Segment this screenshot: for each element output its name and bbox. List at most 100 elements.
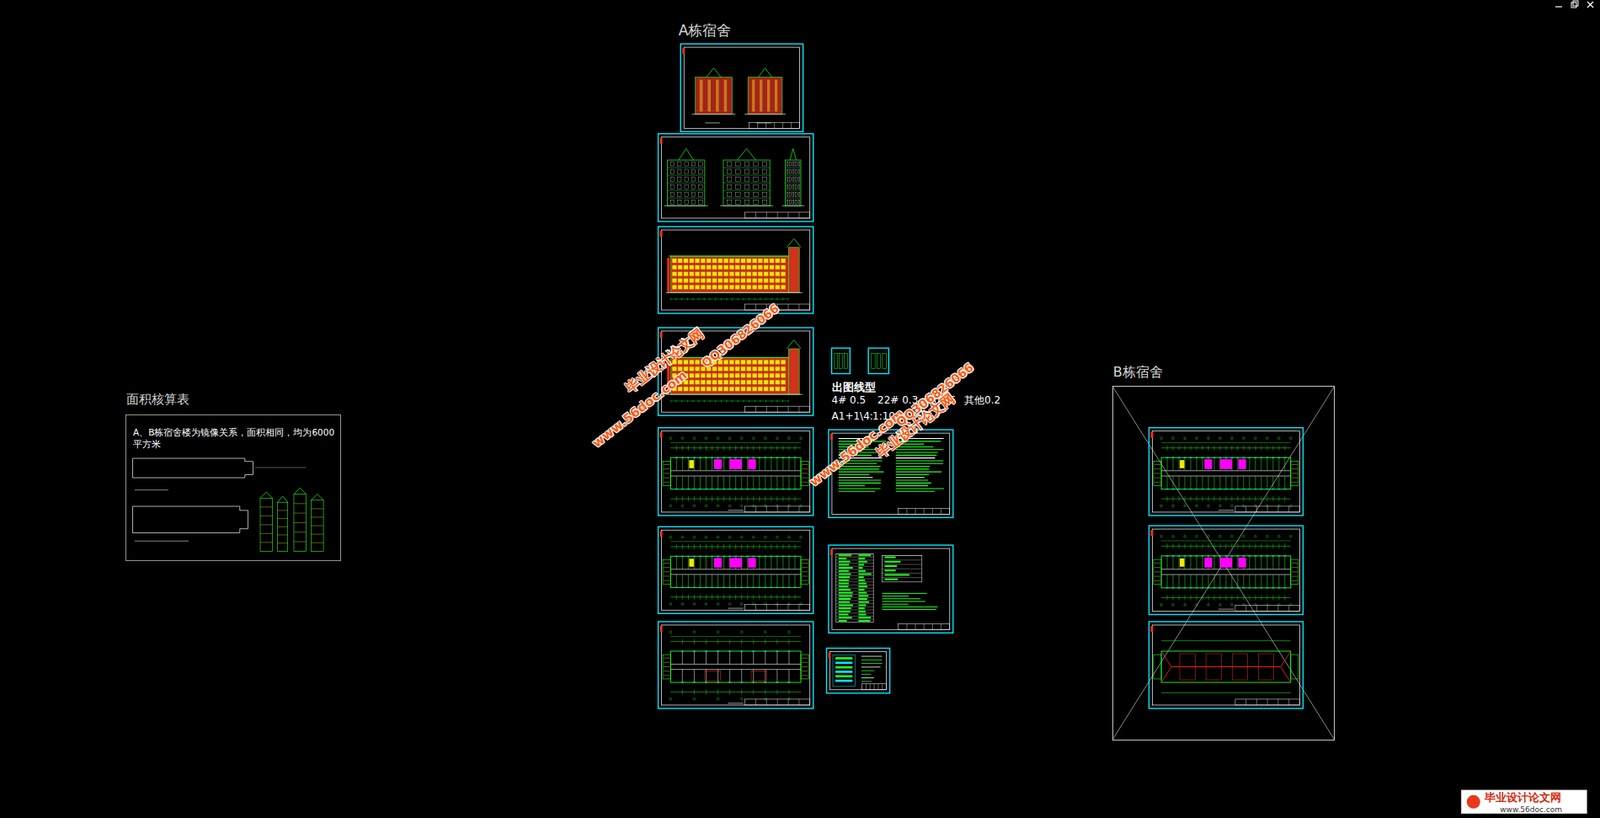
axis-bubble bbox=[740, 697, 743, 700]
table-cell bbox=[858, 576, 864, 578]
text-line bbox=[896, 471, 942, 473]
wash-room bbox=[1220, 557, 1233, 568]
room-wall bbox=[1213, 475, 1215, 490]
window-mark bbox=[1259, 457, 1263, 459]
window bbox=[735, 272, 740, 277]
axis-bubble bbox=[788, 437, 791, 440]
text-line bbox=[896, 440, 941, 442]
table-row bbox=[836, 562, 874, 564]
drawing-note: 4# 0.5 bbox=[832, 394, 867, 407]
window-mark bbox=[1224, 457, 1227, 459]
window bbox=[684, 192, 688, 197]
wash-room bbox=[729, 557, 742, 567]
room-wall bbox=[1284, 555, 1286, 570]
window-mark bbox=[693, 682, 696, 683]
axis-bubble bbox=[740, 602, 743, 606]
axis-bubble bbox=[1231, 437, 1234, 440]
axis-bubble bbox=[693, 437, 696, 440]
text-line bbox=[838, 468, 880, 470]
axis-bubble bbox=[1172, 504, 1175, 507]
window bbox=[769, 359, 774, 364]
wash-room bbox=[1238, 458, 1247, 470]
title-block-line bbox=[1267, 506, 1269, 512]
axis-bubble bbox=[776, 535, 779, 539]
title-block-line bbox=[766, 405, 768, 412]
window bbox=[723, 379, 728, 384]
window bbox=[677, 272, 683, 277]
title-block-line bbox=[881, 683, 883, 690]
title-block-line bbox=[1245, 506, 1247, 512]
drawing-sheet bbox=[868, 347, 889, 374]
window bbox=[780, 258, 785, 263]
window-mark bbox=[716, 682, 720, 683]
table-cell bbox=[838, 572, 852, 575]
window bbox=[792, 169, 795, 174]
window-mark bbox=[728, 650, 731, 651]
text-line bbox=[838, 446, 870, 448]
window bbox=[752, 386, 757, 391]
window-mark bbox=[734, 488, 737, 490]
window bbox=[683, 284, 688, 289]
window bbox=[798, 169, 800, 174]
axis-bubble bbox=[669, 697, 672, 700]
window bbox=[683, 379, 688, 384]
window-mark bbox=[728, 682, 731, 683]
window bbox=[752, 278, 757, 283]
window bbox=[677, 278, 683, 283]
table-row bbox=[881, 568, 922, 570]
room-wall bbox=[752, 475, 754, 490]
room-wall bbox=[764, 475, 766, 490]
table-row bbox=[836, 581, 874, 582]
caption-underline bbox=[704, 122, 720, 123]
axis-bubble bbox=[1254, 504, 1258, 507]
window-mark bbox=[1271, 488, 1275, 490]
window bbox=[712, 265, 717, 270]
window bbox=[729, 359, 734, 364]
table-cell bbox=[838, 601, 850, 603]
window-mark bbox=[1194, 457, 1198, 459]
window-mark bbox=[1265, 488, 1269, 490]
sheet-mark bbox=[660, 625, 663, 632]
text-line bbox=[838, 482, 881, 484]
sheet-mark bbox=[660, 432, 663, 438]
drawing-sheet bbox=[658, 327, 814, 416]
window bbox=[757, 386, 763, 391]
window-mark bbox=[1224, 488, 1227, 490]
thumb-elevation bbox=[871, 352, 875, 368]
window-mark bbox=[698, 457, 702, 459]
window bbox=[677, 265, 683, 270]
plan-outline bbox=[133, 506, 249, 534]
window bbox=[698, 176, 703, 182]
title-block-line bbox=[788, 212, 790, 219]
facade-fill bbox=[670, 256, 789, 293]
floor-line bbox=[723, 167, 770, 169]
viewport-diagonal bbox=[1112, 385, 1335, 740]
room-wall bbox=[764, 457, 766, 471]
axis-bubble bbox=[1195, 534, 1199, 538]
table-row bbox=[881, 554, 922, 556]
axis-bubble bbox=[669, 535, 672, 539]
logo-text: www.56doc.com bbox=[1499, 805, 1563, 814]
window-mark bbox=[1212, 488, 1216, 490]
window-mark bbox=[716, 457, 720, 459]
title-block-line bbox=[755, 304, 757, 310]
window-mark bbox=[1277, 586, 1280, 588]
axis-bubble bbox=[1195, 603, 1199, 607]
axis-bubble bbox=[728, 535, 731, 539]
title-block-line bbox=[1277, 604, 1279, 611]
room-wall bbox=[729, 574, 731, 587]
ground-line bbox=[666, 394, 803, 395]
facade-fill bbox=[695, 77, 733, 115]
room-wall bbox=[1278, 574, 1280, 588]
title-block bbox=[898, 623, 950, 630]
axis-bubble bbox=[704, 437, 708, 440]
room-wall bbox=[1167, 475, 1168, 490]
room-wall bbox=[1272, 574, 1274, 588]
note-line bbox=[255, 466, 307, 468]
window bbox=[795, 184, 798, 189]
window bbox=[712, 278, 717, 283]
window bbox=[746, 258, 752, 263]
room-wall bbox=[688, 555, 689, 569]
axis-bubble bbox=[788, 504, 791, 507]
window-mark bbox=[704, 555, 708, 557]
